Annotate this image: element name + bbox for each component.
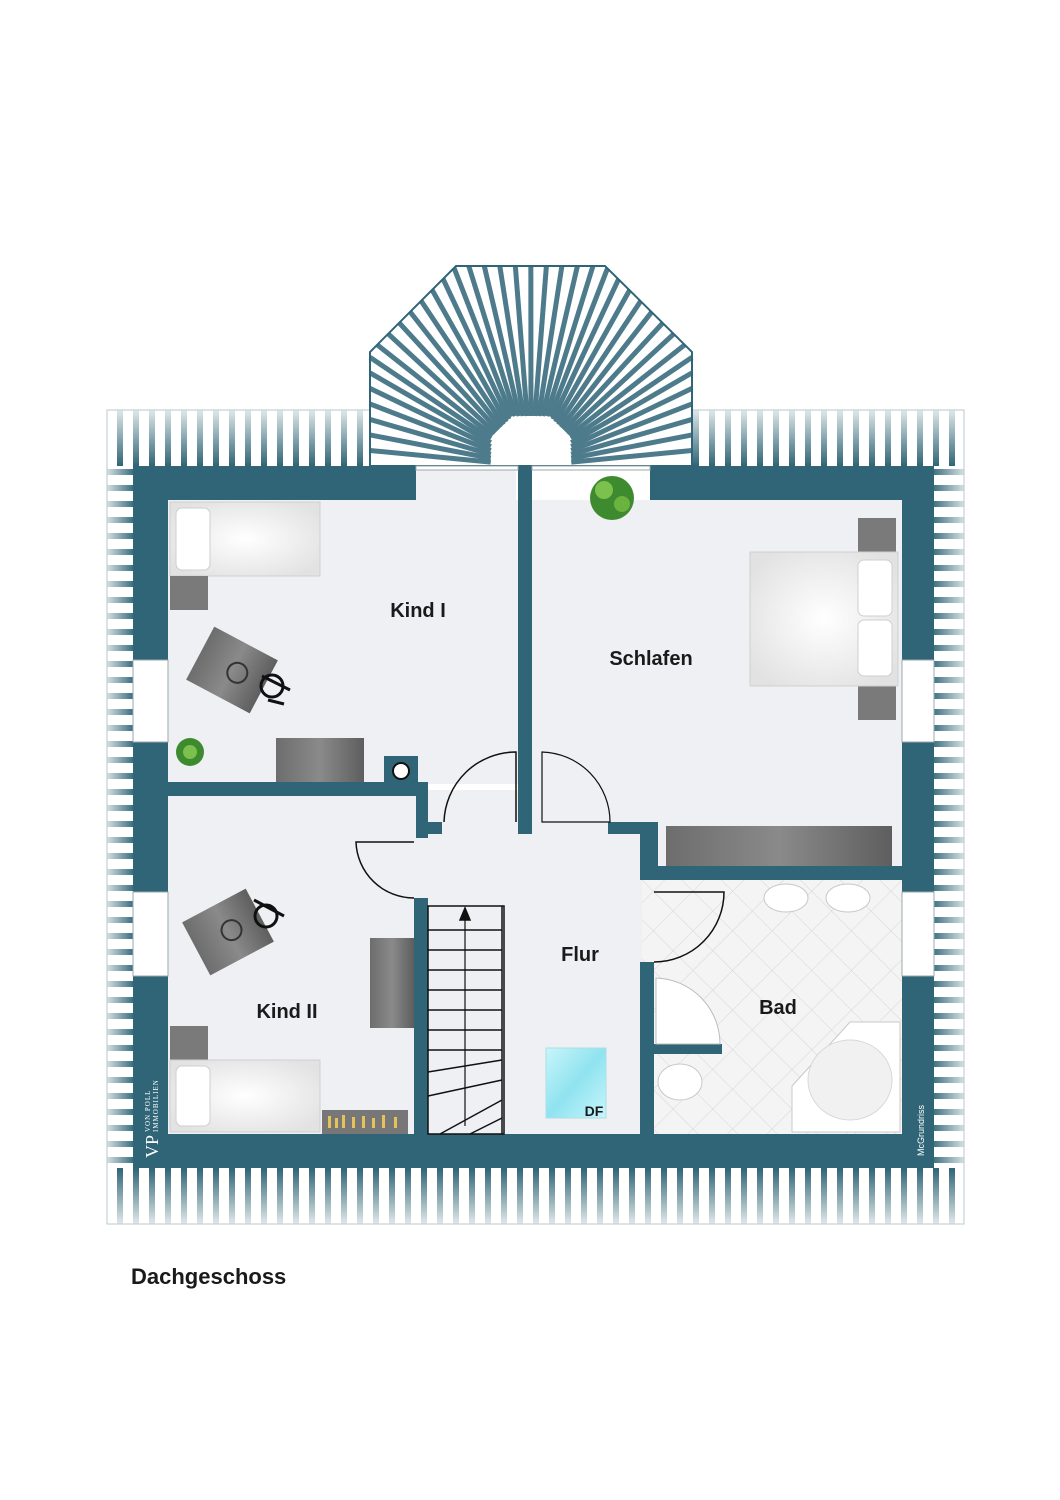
- logo-text: VON POLL: [144, 1090, 152, 1132]
- dormer-ray: [369, 417, 492, 457]
- nightstand-kind1: [170, 576, 208, 610]
- wardrobe: [666, 826, 892, 866]
- dormer-ray: [368, 370, 493, 445]
- shower: [655, 977, 721, 1045]
- dormer-ray: [375, 342, 495, 438]
- room-label-kind2: Kind II: [256, 1001, 317, 1023]
- kind1-furniture: [169, 501, 410, 782]
- vonpoll-logo: VP VON POLL IMMOBILIEN: [142, 1079, 162, 1158]
- logo-subtext: IMMOBILIEN: [152, 1079, 160, 1132]
- dormer-ray: [536, 265, 565, 417]
- dormer-ray: [550, 278, 621, 421]
- dormer-ray: [429, 288, 509, 424]
- dormer-ray: [440, 277, 512, 421]
- chair-kind2: [253, 898, 285, 929]
- room-label-kind1: Kind I: [390, 600, 446, 622]
- dormer-ray: [512, 265, 530, 417]
- dormer-ray: [553, 289, 632, 424]
- dormer-ray: [559, 310, 654, 430]
- dormer-ray: [570, 401, 693, 453]
- toilet: [657, 1063, 703, 1101]
- desk-kind1: [186, 626, 278, 714]
- walls: [133, 466, 934, 1168]
- schlafen-furniture: [590, 476, 899, 866]
- dormer-ray: [570, 386, 694, 449]
- dormer-ray: [451, 267, 515, 418]
- dormer-roof: [368, 265, 694, 467]
- doors: [355, 751, 725, 963]
- dormer-ray: [547, 267, 610, 418]
- plant-kind1: [176, 738, 204, 766]
- nightstand-top: [858, 518, 896, 552]
- dormer-ray: [497, 265, 526, 417]
- stair-winder: [469, 1117, 503, 1135]
- dormer-ray: [368, 355, 493, 441]
- dormer-ray: [369, 432, 492, 461]
- dormer-ray: [466, 265, 518, 417]
- dormer-ray: [419, 299, 506, 427]
- dresser-kind1: [276, 738, 364, 782]
- dormer-ray: [571, 447, 693, 465]
- room-label-flur: Flur: [561, 944, 599, 966]
- skylight-label: DF: [585, 1103, 604, 1119]
- dormer-ray: [562, 321, 665, 432]
- desk-kind2: [182, 888, 274, 976]
- staircase: [427, 905, 505, 1135]
- logo-mark: VP: [142, 1135, 162, 1158]
- skylight: [545, 1047, 607, 1119]
- dormer-ray: [556, 299, 643, 427]
- chimney-pipe: [392, 762, 410, 780]
- dormer-ray: [481, 265, 522, 417]
- dormer-ray: [544, 265, 596, 417]
- sink-left: [763, 883, 809, 913]
- plant-schlafen: [590, 476, 634, 520]
- dormer-ray: [569, 355, 694, 441]
- nightstand-bottom: [858, 684, 896, 720]
- room-label-schlafen: Schlafen: [609, 648, 692, 670]
- kind2-furniture: [169, 888, 414, 1134]
- dormer-ray: [397, 321, 500, 432]
- roof-overhang: [106, 409, 965, 1225]
- dormer-ray: [540, 265, 580, 417]
- chair-kind1: [259, 673, 291, 706]
- dormer-ray: [386, 331, 497, 435]
- bathroom-fixtures: [655, 883, 901, 1133]
- dormer-ray: [570, 432, 693, 461]
- dormer-ray: [408, 310, 503, 430]
- dormer-ray: [369, 401, 492, 453]
- dormer-ray: [570, 417, 693, 457]
- shelf-kind2: [370, 938, 414, 1028]
- stair-winder: [439, 1099, 503, 1135]
- credit-text: McGrundriss: [916, 1104, 926, 1156]
- dormer-ray: [564, 332, 676, 435]
- dormer-ray: [532, 265, 549, 417]
- windows: [132, 465, 935, 977]
- sink-right: [825, 883, 871, 913]
- nightstand-kind2: [170, 1026, 208, 1060]
- dormer-ray: [369, 447, 491, 465]
- dormer-ray: [567, 342, 687, 438]
- floor-caption: Dachgeschoss: [131, 1264, 287, 1289]
- room-label-bad: Bad: [759, 997, 797, 1019]
- dormer-ray: [368, 386, 492, 449]
- dormer-ray: [569, 370, 694, 445]
